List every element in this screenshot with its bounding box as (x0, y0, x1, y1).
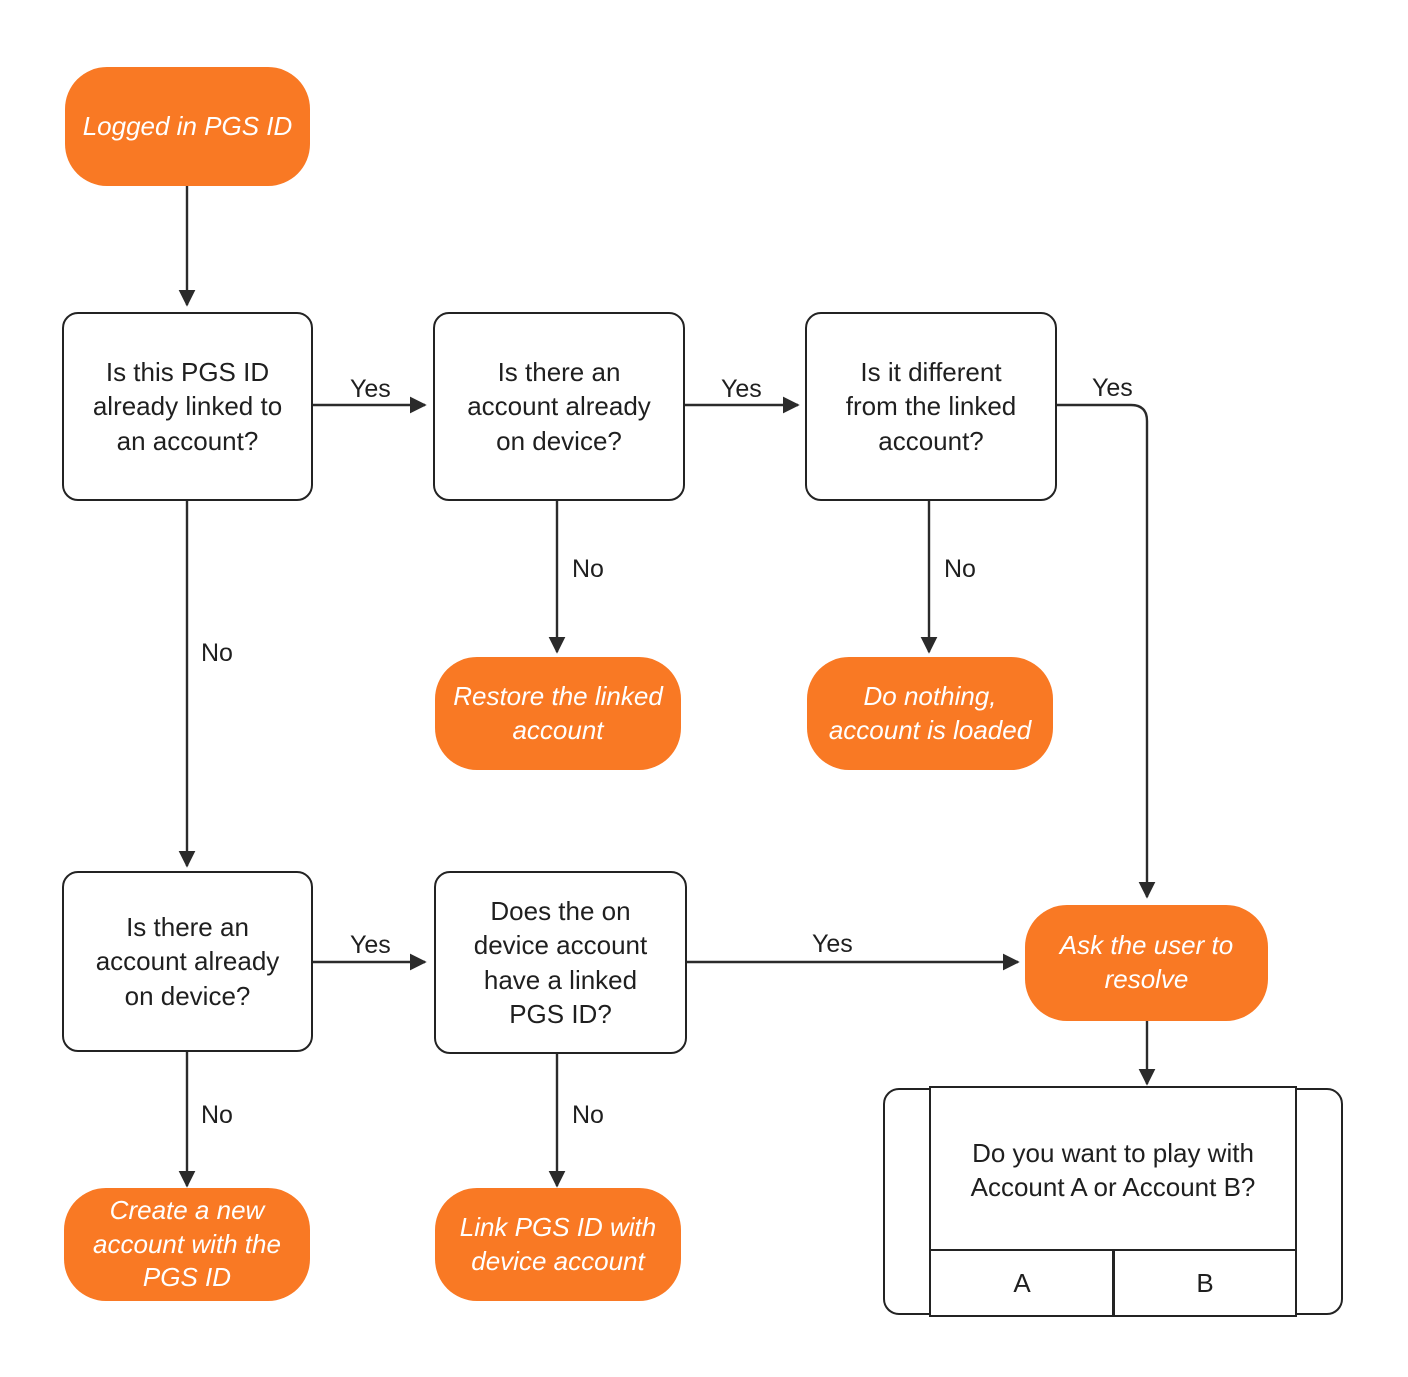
node-link-pgs-id-with-device-account[interactable]: Link PGS ID with device account (435, 1188, 681, 1301)
node-label: Does the on device account have a linked… (473, 895, 648, 1029)
node-restore-linked-account[interactable]: Restore the linked account (435, 657, 681, 770)
edge-label-d4-yes: Yes (350, 931, 391, 959)
dialog-button-a[interactable]: A (931, 1251, 1113, 1315)
node-account-on-device-bottom[interactable]: Is there an account already on device? (62, 871, 313, 1052)
node-is-it-different[interactable]: Is it different from the linked account? (805, 312, 1057, 501)
edge-d3-yes-to-ask (1057, 403, 1156, 899)
node-label: Is there an account already on device? (95, 912, 280, 1011)
node-logged-in-pgs-id[interactable]: Logged in PGS ID (65, 67, 310, 186)
node-is-pgs-id-linked[interactable]: Is this PGS ID already linked to an acco… (62, 312, 313, 501)
edge-label-d5-yes: Yes (812, 930, 853, 958)
dialog-button-row-divider (931, 1249, 1295, 1251)
node-label: Restore the linked account (453, 680, 663, 745)
node-ask-user-to-resolve[interactable]: Ask the user to resolve (1025, 905, 1268, 1021)
node-device-account-has-linked-pgs-id[interactable]: Does the on device account have a linked… (434, 871, 687, 1054)
node-label: Is it different from the linked account? (845, 357, 1017, 456)
node-label: Create a new account with the PGS ID (93, 1194, 281, 1293)
node-do-nothing-account-loaded[interactable]: Do nothing, account is loaded (807, 657, 1053, 770)
node-create-new-account[interactable]: Create a new account with the PGS ID (64, 1188, 310, 1301)
node-account-on-device-top[interactable]: Is there an account already on device? (433, 312, 685, 501)
dialog-prompt-text: Do you want to play with Account A or Ac… (970, 1137, 1256, 1202)
edge-label-d5-no: No (572, 1101, 604, 1129)
edge-label-d1-no: No (201, 639, 233, 667)
node-label: Logged in PGS ID (82, 110, 293, 141)
edge-label-d1-yes: Yes (350, 375, 391, 403)
node-label: Do nothing, account is loaded (828, 680, 1032, 745)
edge-label-d3-yes: Yes (1092, 374, 1133, 402)
edge-label-d4-no: No (201, 1101, 233, 1129)
edge-label-d3-no: No (944, 555, 976, 583)
node-label: Is this PGS ID already linked to an acco… (92, 357, 283, 456)
node-label: Ask the user to resolve (1059, 930, 1234, 994)
node-label: Link PGS ID with device account (459, 1211, 657, 1276)
dialog-button-separator (1112, 1251, 1115, 1315)
edge-label-d2-yes: Yes (721, 375, 762, 403)
edge-label-d2-no: No (572, 555, 604, 583)
node-label: Is there an account already on device? (467, 357, 651, 456)
dialog-button-b[interactable]: B (1115, 1251, 1295, 1315)
